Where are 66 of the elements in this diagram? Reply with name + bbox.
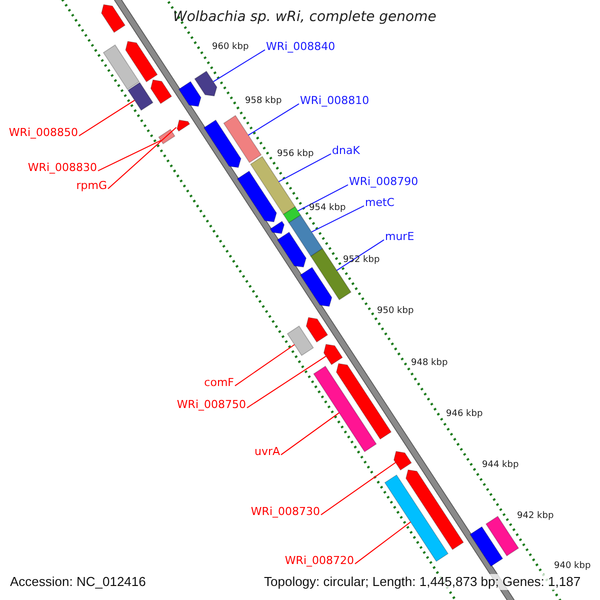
gene-block	[102, 44, 140, 90]
gene-block	[128, 82, 154, 111]
gene-block	[323, 344, 343, 366]
leader-line	[78, 100, 136, 136]
leader-line	[336, 239, 384, 271]
gene-block	[286, 326, 314, 356]
gene-block	[485, 516, 520, 556]
footer-text: Accession: NC_012416	[10, 574, 146, 590]
gene-block	[406, 469, 464, 550]
gene-label: rpmG	[76, 179, 107, 192]
gene-block	[393, 450, 412, 471]
gene-block	[276, 232, 306, 268]
gene-block	[101, 4, 126, 33]
gene-block	[194, 70, 218, 96]
gene-block	[313, 366, 377, 452]
tick-label: 958 kbp	[245, 96, 282, 107]
gene-block	[384, 474, 449, 562]
gene-block	[300, 266, 332, 307]
gene-block	[178, 81, 202, 107]
tick-label: 946 kbp	[446, 409, 483, 420]
gene-label: WRi_008730	[250, 505, 320, 518]
leader-line	[354, 522, 412, 564]
gene-block	[282, 206, 302, 224]
leader-line	[280, 412, 340, 456]
gene-label: murE	[385, 230, 414, 243]
gene-label: WRi_008720	[284, 554, 354, 567]
title: Wolbachia sp. wRi, complete genome	[173, 9, 436, 25]
footer-text: Topology: circular; Length: 1,445,873 bp; Genes: 1,187	[264, 574, 581, 590]
gene-block	[150, 79, 172, 104]
gene-block	[250, 156, 296, 215]
gene-label: dnaK	[332, 144, 360, 157]
gene-label: WRi_008850	[8, 126, 78, 139]
tick-label: 940 kbp	[554, 561, 591, 572]
tick-label: 948 kbp	[411, 358, 448, 369]
leader-line	[278, 153, 332, 182]
gene-label: WRi_008830	[28, 161, 97, 174]
leader-line	[108, 126, 177, 190]
leader-line	[320, 462, 396, 516]
tick-label: 954 kbp	[309, 203, 346, 214]
gene-block	[288, 214, 324, 257]
gene-block	[270, 220, 285, 234]
gene-label: comF	[204, 376, 234, 389]
tick-label: 944 kbp	[482, 460, 519, 471]
gene-label: WRi_008810	[300, 94, 370, 107]
gene-label: WRi_008840	[266, 40, 336, 53]
gene-label: uvrA	[254, 445, 280, 458]
gene-block	[236, 170, 277, 222]
gene-block	[158, 128, 176, 144]
leader-line	[212, 49, 266, 82]
leader-line	[246, 356, 326, 408]
gene-label: metC	[365, 196, 394, 209]
tick-label: 960 kbp	[212, 42, 249, 53]
gene-block	[336, 363, 392, 440]
gene-block	[306, 317, 328, 343]
gene-block	[176, 120, 190, 132]
gene-block	[203, 120, 242, 168]
gene-block	[125, 40, 158, 82]
tick-label: 942 kbp	[517, 511, 554, 522]
gene-label: WRi_008750	[176, 398, 246, 411]
leader-line	[98, 140, 162, 172]
leader-line	[297, 184, 348, 212]
gene-block	[223, 115, 262, 164]
gene-label: WRi_008790	[349, 175, 418, 188]
gene-block	[470, 526, 504, 567]
tick-label: 950 kbp	[377, 306, 414, 317]
tick-label: 956 kbp	[277, 149, 314, 160]
